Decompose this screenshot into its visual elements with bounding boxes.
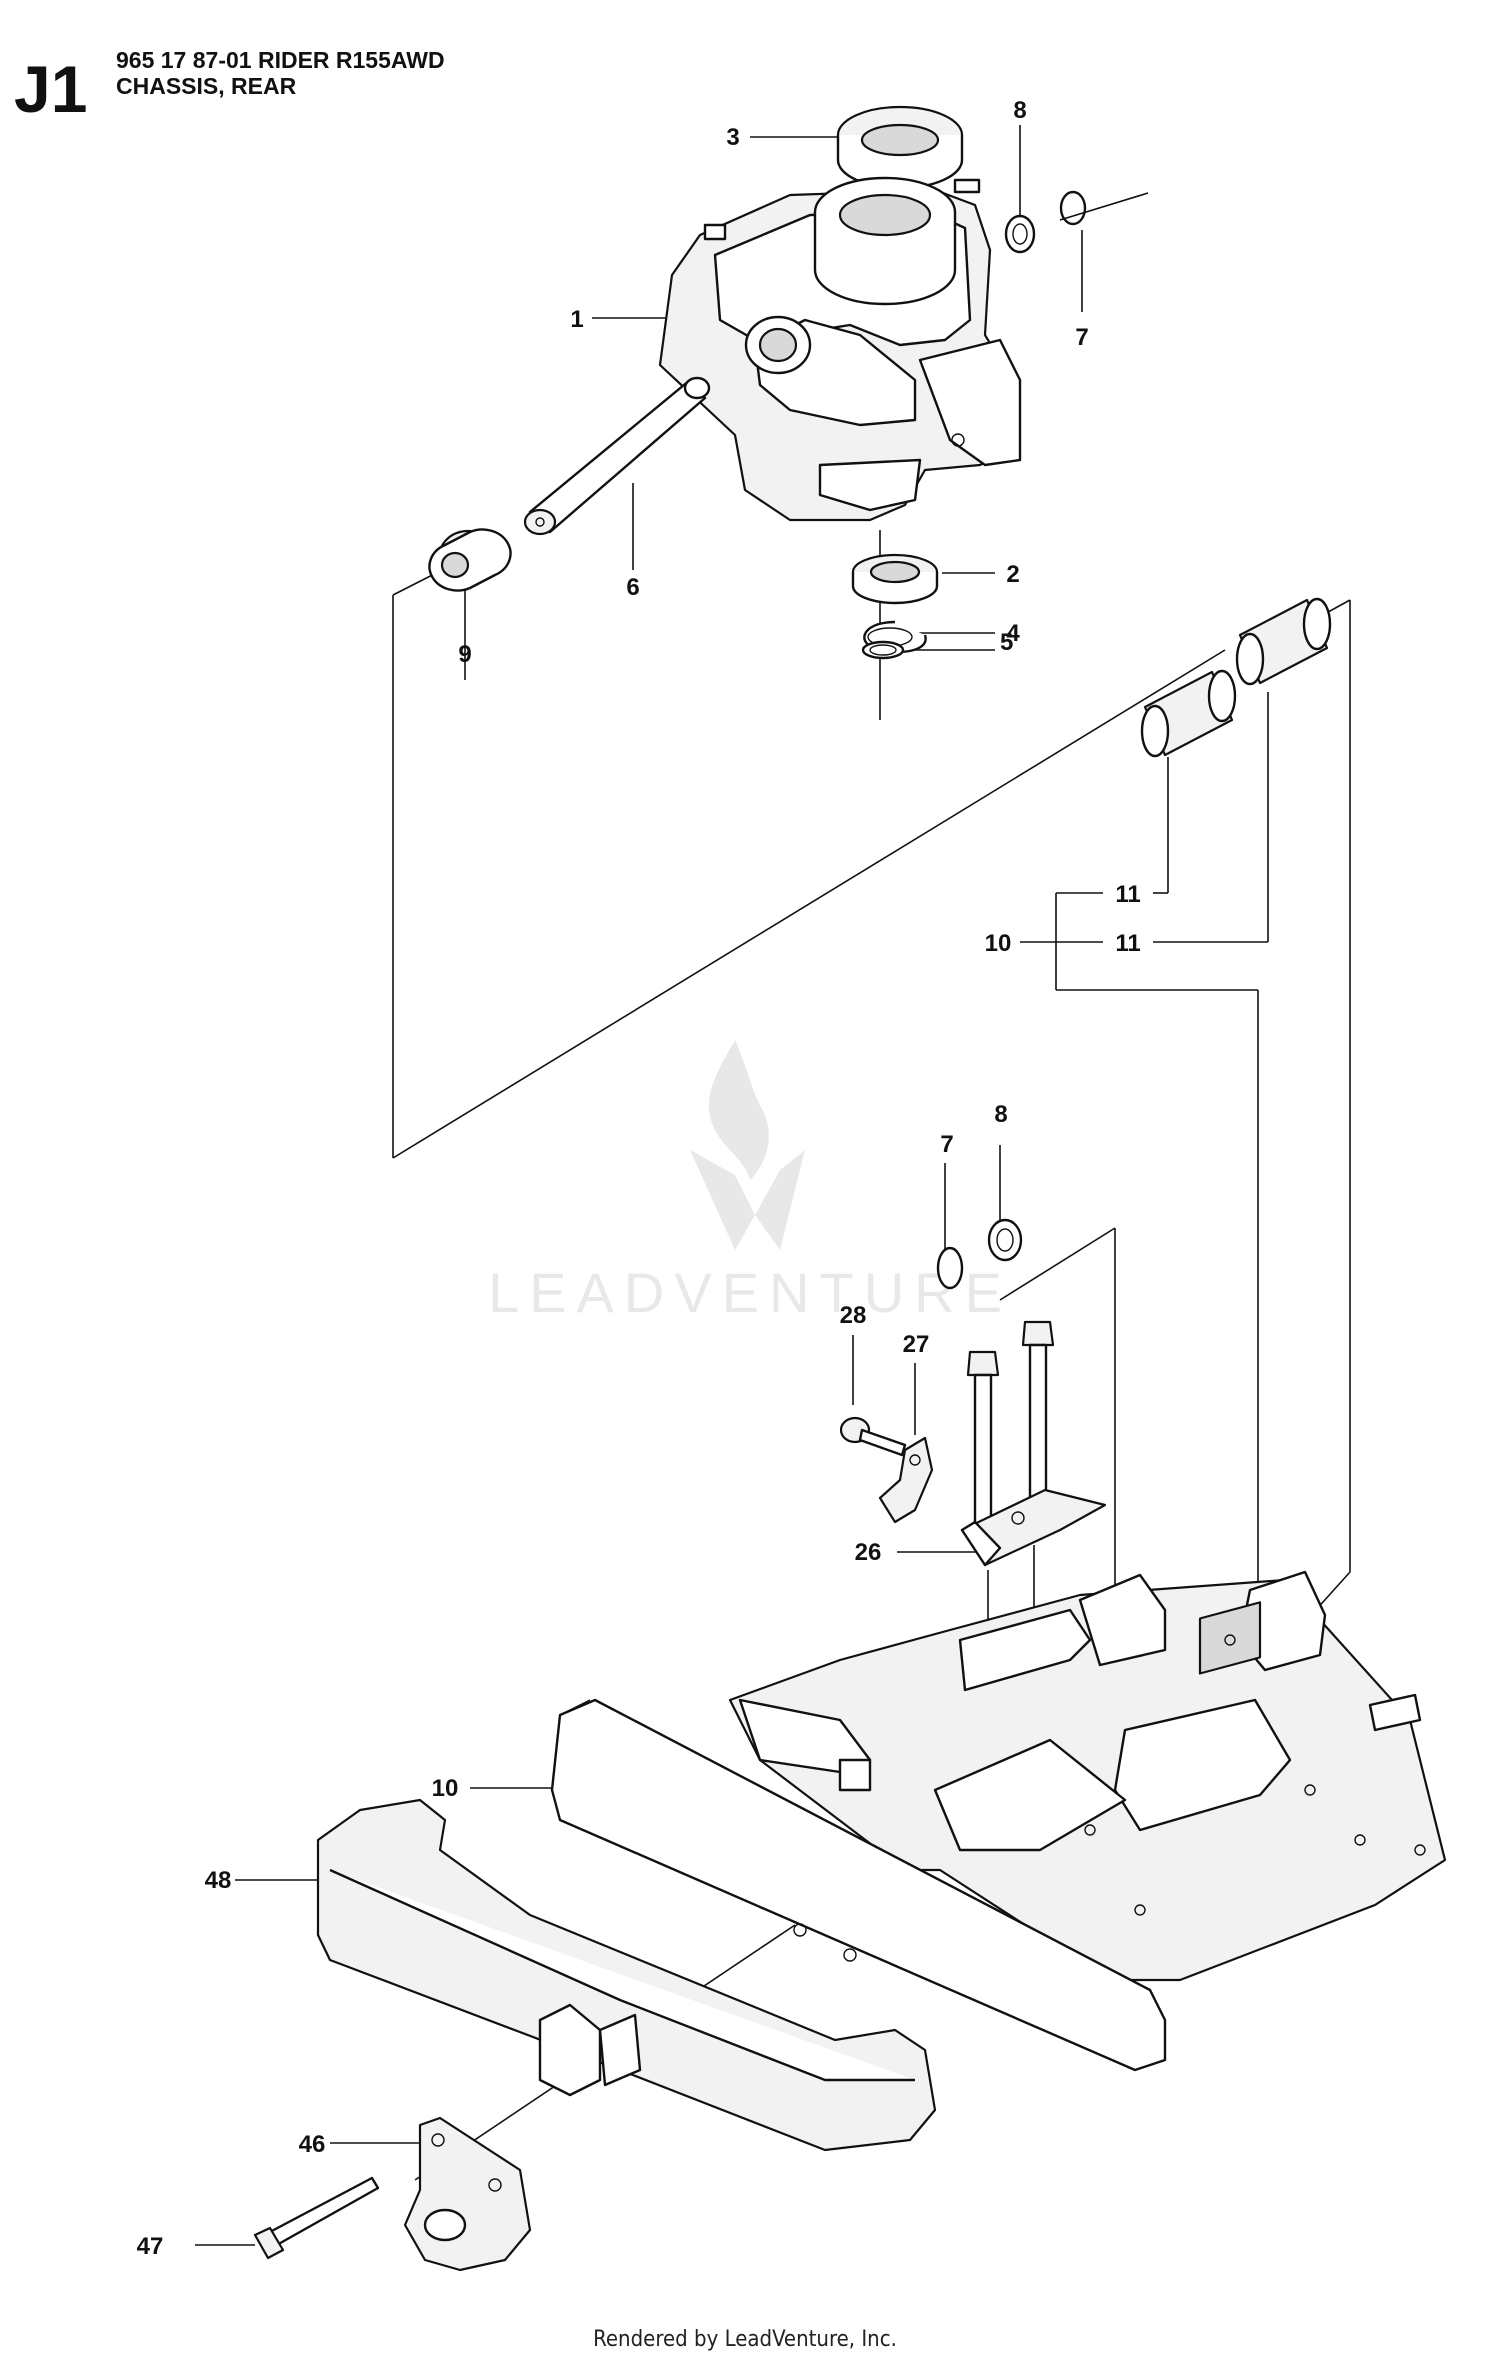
callout-1: 1 <box>570 306 583 333</box>
callout-47: 47 <box>137 2233 164 2260</box>
part-5-ring <box>861 640 905 660</box>
callout-46: 46 <box>299 2131 326 2158</box>
part-10-bumper-plate <box>550 1698 1167 2072</box>
part-26-bracket <box>960 1488 1107 1567</box>
model-line: 965 17 87-01 RIDER R155AWD <box>116 47 445 73</box>
leader-lines <box>195 125 1351 2246</box>
callout-28: 28 <box>840 1302 867 1329</box>
part-3-seal <box>836 105 964 190</box>
flame-icon <box>708 1040 769 1180</box>
callout-11-a: 11 <box>1115 881 1140 908</box>
bolt-right <box>1021 1320 1055 1507</box>
callout-2: 2 <box>1006 561 1019 588</box>
watermark-text: LEADVENTURE <box>488 1261 1012 1324</box>
callout-8-lower: 8 <box>994 1101 1007 1128</box>
part-6-pivot-pin <box>523 376 711 536</box>
part-46-hitch-bracket <box>403 2116 532 2272</box>
part-28-screw <box>839 1416 907 1457</box>
callout-6: 6 <box>626 574 639 601</box>
callout-8-top: 8 <box>1013 97 1026 124</box>
part-48-bumper <box>316 1798 937 2152</box>
part-27-clip <box>878 1436 934 1524</box>
part-7-ring-top <box>1059 190 1149 226</box>
section-name: CHASSIS, REAR <box>116 73 297 99</box>
part-2-bearing <box>851 553 939 605</box>
callout-labels: 3 8 7 1 6 2 4 5 9 11 11 10 7 8 28 27 26 … <box>137 97 1141 2260</box>
callout-11-b: 11 <box>1115 930 1140 957</box>
part-1-axle-housing <box>658 176 1022 522</box>
part-11-bushing-left <box>1140 669 1237 758</box>
callout-26: 26 <box>855 1539 882 1566</box>
callout-5: 5 <box>1000 629 1013 656</box>
logo-v-icon <box>690 1150 805 1250</box>
part-8-washer-lower <box>987 1218 1023 1262</box>
watermark: LEADVENTURE <box>488 1040 1012 1324</box>
footer-credit: Rendered by LeadVenture, Inc. <box>593 2327 897 2352</box>
part-8-washer-top <box>1004 214 1036 254</box>
section-code: J1 <box>14 52 87 126</box>
part-10-frame <box>728 1570 1447 1982</box>
callout-7-lower: 7 <box>940 1131 953 1158</box>
part-47-bolt <box>253 2176 380 2260</box>
callout-10-top: 10 <box>985 930 1012 957</box>
part-7-ring-lower <box>936 1246 964 1290</box>
callout-4: 4 <box>1006 620 1020 647</box>
callout-48: 48 <box>205 1867 232 1894</box>
callout-10-lower: 10 <box>432 1775 459 1802</box>
callout-3: 3 <box>726 124 739 151</box>
part-9-bushing <box>428 528 512 592</box>
bolt-left <box>966 1350 1000 1547</box>
callout-7-top: 7 <box>1075 324 1088 351</box>
callout-9: 9 <box>458 641 471 668</box>
callout-27: 27 <box>903 1331 930 1358</box>
part-11-bushing-right <box>1235 597 1332 686</box>
